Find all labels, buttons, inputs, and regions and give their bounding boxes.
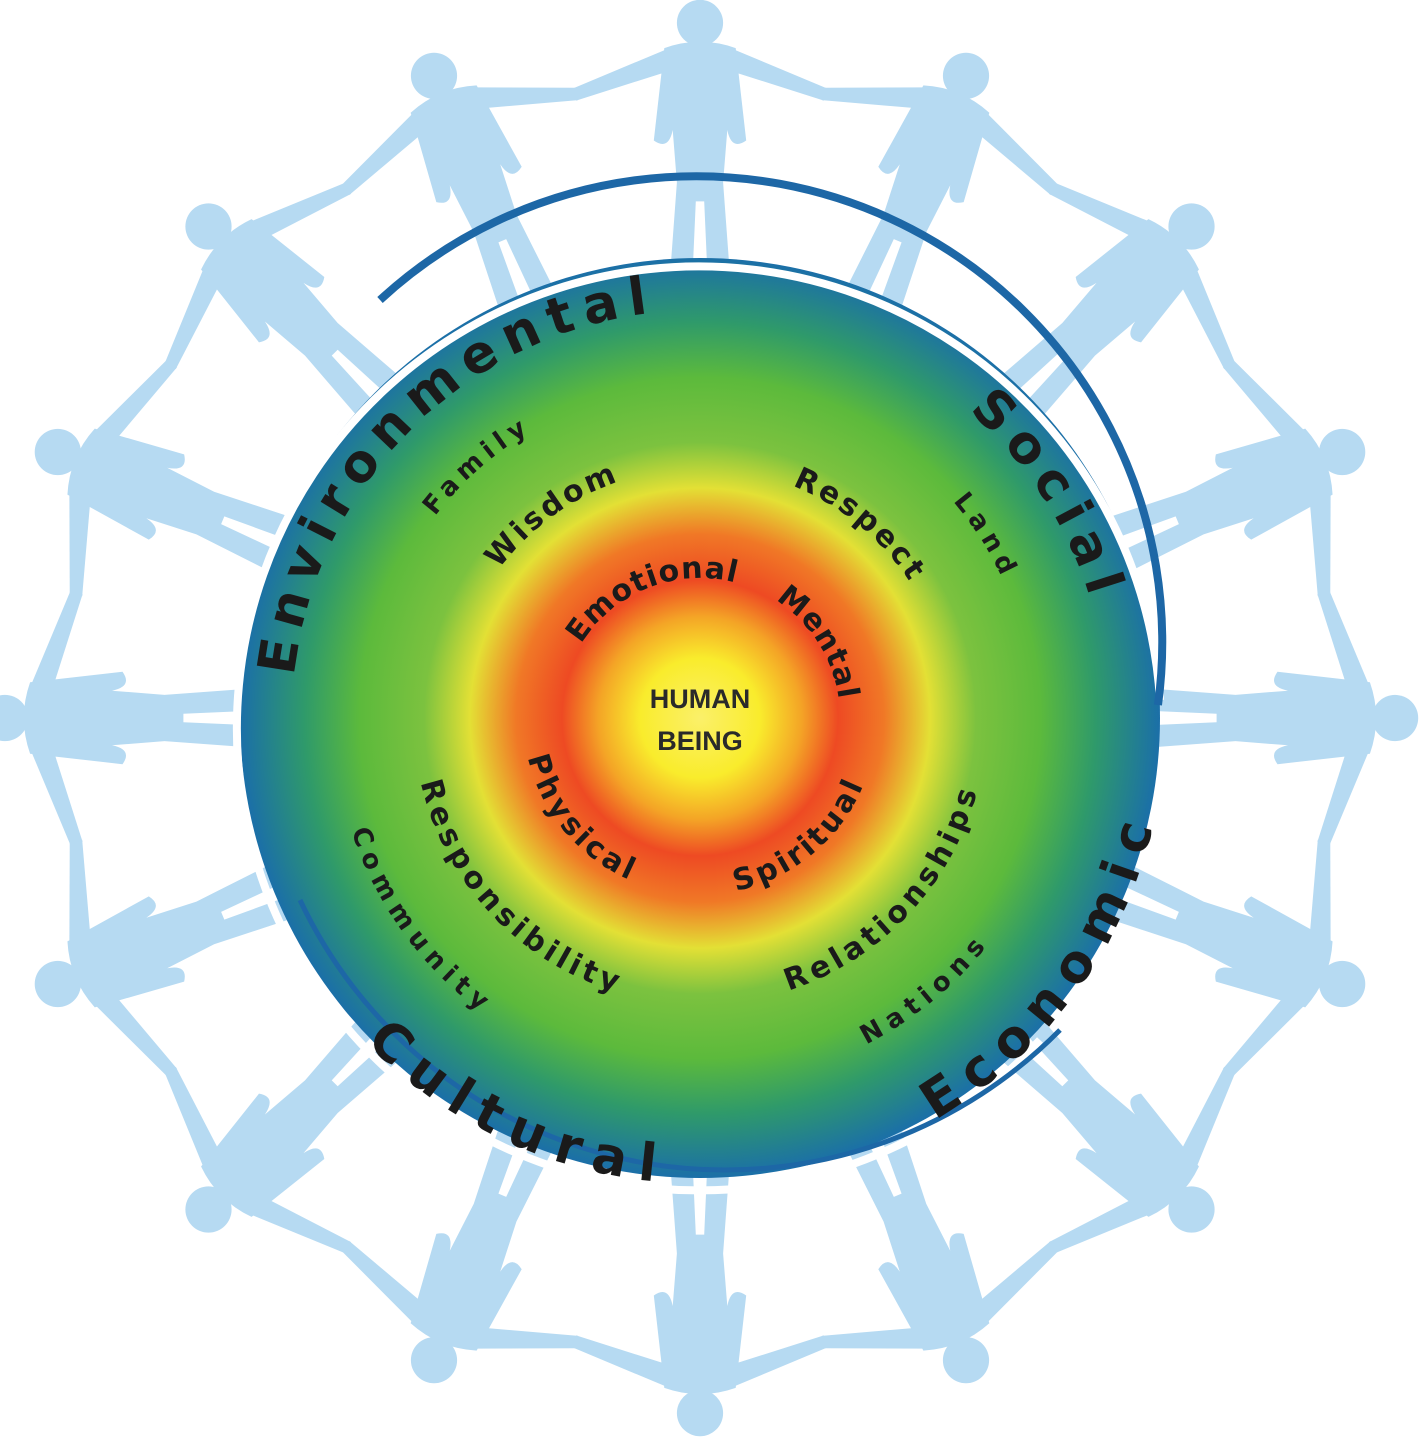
outer-swirl-arc	[297, 898, 1062, 1173]
center-label-line2: BEING	[657, 726, 743, 756]
wellness-disc	[240, 258, 1160, 1178]
outer-swirl-arc	[232, 262, 1164, 1195]
center-label-line1: HUMAN	[650, 684, 751, 714]
person-silhouette-icon	[574, 0, 826, 301]
outer-swirl-arc	[377, 172, 1167, 706]
